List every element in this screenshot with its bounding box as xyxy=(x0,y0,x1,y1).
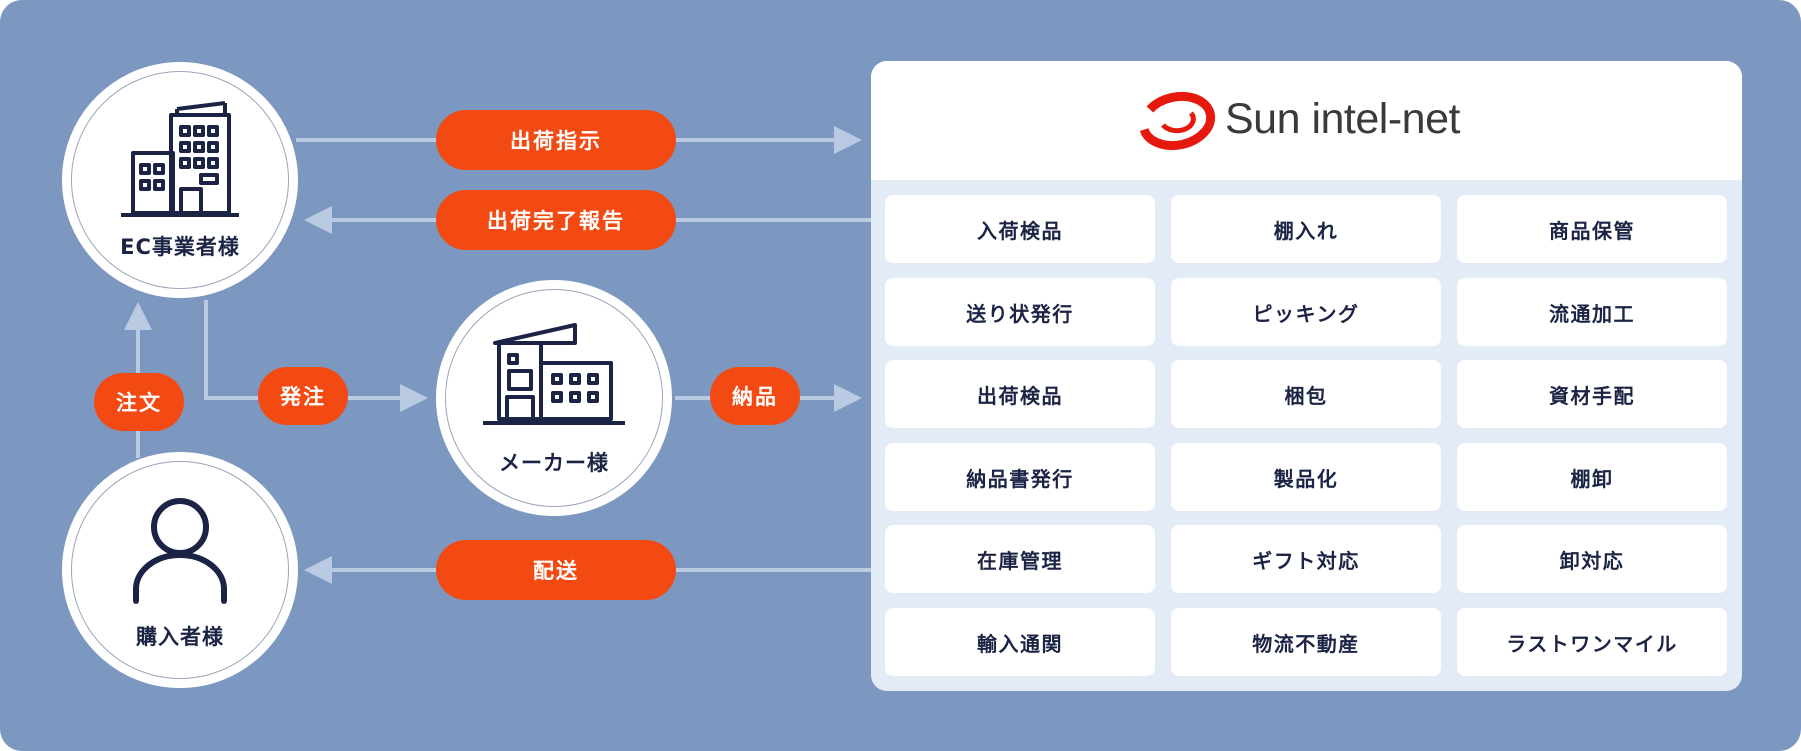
service-item: 卸対応 xyxy=(1457,525,1727,593)
logo-text: Sun intel-net xyxy=(1225,95,1460,143)
service-item: 納品書発行 xyxy=(885,443,1155,511)
shipping-instruction-pill: 出荷指示 xyxy=(436,110,676,170)
shipping-complete-report-pill: 出荷完了報告 xyxy=(436,190,676,250)
service-item: 物流不動産 xyxy=(1171,608,1441,676)
office-building-icon xyxy=(121,101,239,217)
buyer-label: 購入者様 xyxy=(136,625,224,649)
service-item: 棚入れ xyxy=(1171,195,1441,263)
service-item: ラストワンマイル xyxy=(1457,608,1727,676)
purchase-order-pill: 発注 xyxy=(258,367,348,425)
service-item: 棚卸 xyxy=(1457,443,1727,511)
service-item: 在庫管理 xyxy=(885,525,1155,593)
arrow-left-icon xyxy=(304,556,332,584)
service-item: 流通加工 xyxy=(1457,278,1727,346)
order-pill: 注文 xyxy=(94,373,184,431)
service-panel: Sun intel-net 入荷検品棚入れ商品保管送り状発行ピッキング流通加工出… xyxy=(871,61,1742,691)
service-item: 入荷検品 xyxy=(885,195,1155,263)
arrow-right-icon xyxy=(834,126,862,154)
panel-header: Sun intel-net xyxy=(871,61,1742,180)
service-item: 商品保管 xyxy=(1457,195,1727,263)
factory-icon xyxy=(483,323,625,425)
delivery-pill: 配送 xyxy=(436,540,676,600)
arrow-right-icon xyxy=(400,384,428,412)
maker-node: メーカー様 xyxy=(436,280,672,516)
service-item: 輸入通関 xyxy=(885,608,1155,676)
arrow-left-icon xyxy=(304,206,332,234)
node-ring xyxy=(71,461,289,679)
arrow-right-icon xyxy=(834,384,862,412)
service-item: 製品化 xyxy=(1171,443,1441,511)
service-item: 資材手配 xyxy=(1457,360,1727,428)
delivery-goods-pill: 納品 xyxy=(710,367,800,425)
service-item: 出荷検品 xyxy=(885,360,1155,428)
logo-swirl-icon xyxy=(1138,91,1216,151)
service-item: 送り状発行 xyxy=(885,278,1155,346)
service-item: ギフト対応 xyxy=(1171,525,1441,593)
ec-operator-node: EC事業者様 xyxy=(62,62,298,298)
arrow-up-icon xyxy=(124,302,152,330)
maker-label: メーカー様 xyxy=(499,451,609,475)
buyer-node: 購入者様 xyxy=(62,452,298,688)
node-ring xyxy=(445,289,663,507)
sun-intel-net-logo: Sun intel-net xyxy=(1129,91,1509,151)
ec-operator-label: EC事業者様 xyxy=(120,235,240,259)
service-item: 梱包 xyxy=(1171,360,1441,428)
service-item: ピッキング xyxy=(1171,278,1441,346)
person-icon xyxy=(133,498,227,604)
node-ring xyxy=(71,71,289,289)
